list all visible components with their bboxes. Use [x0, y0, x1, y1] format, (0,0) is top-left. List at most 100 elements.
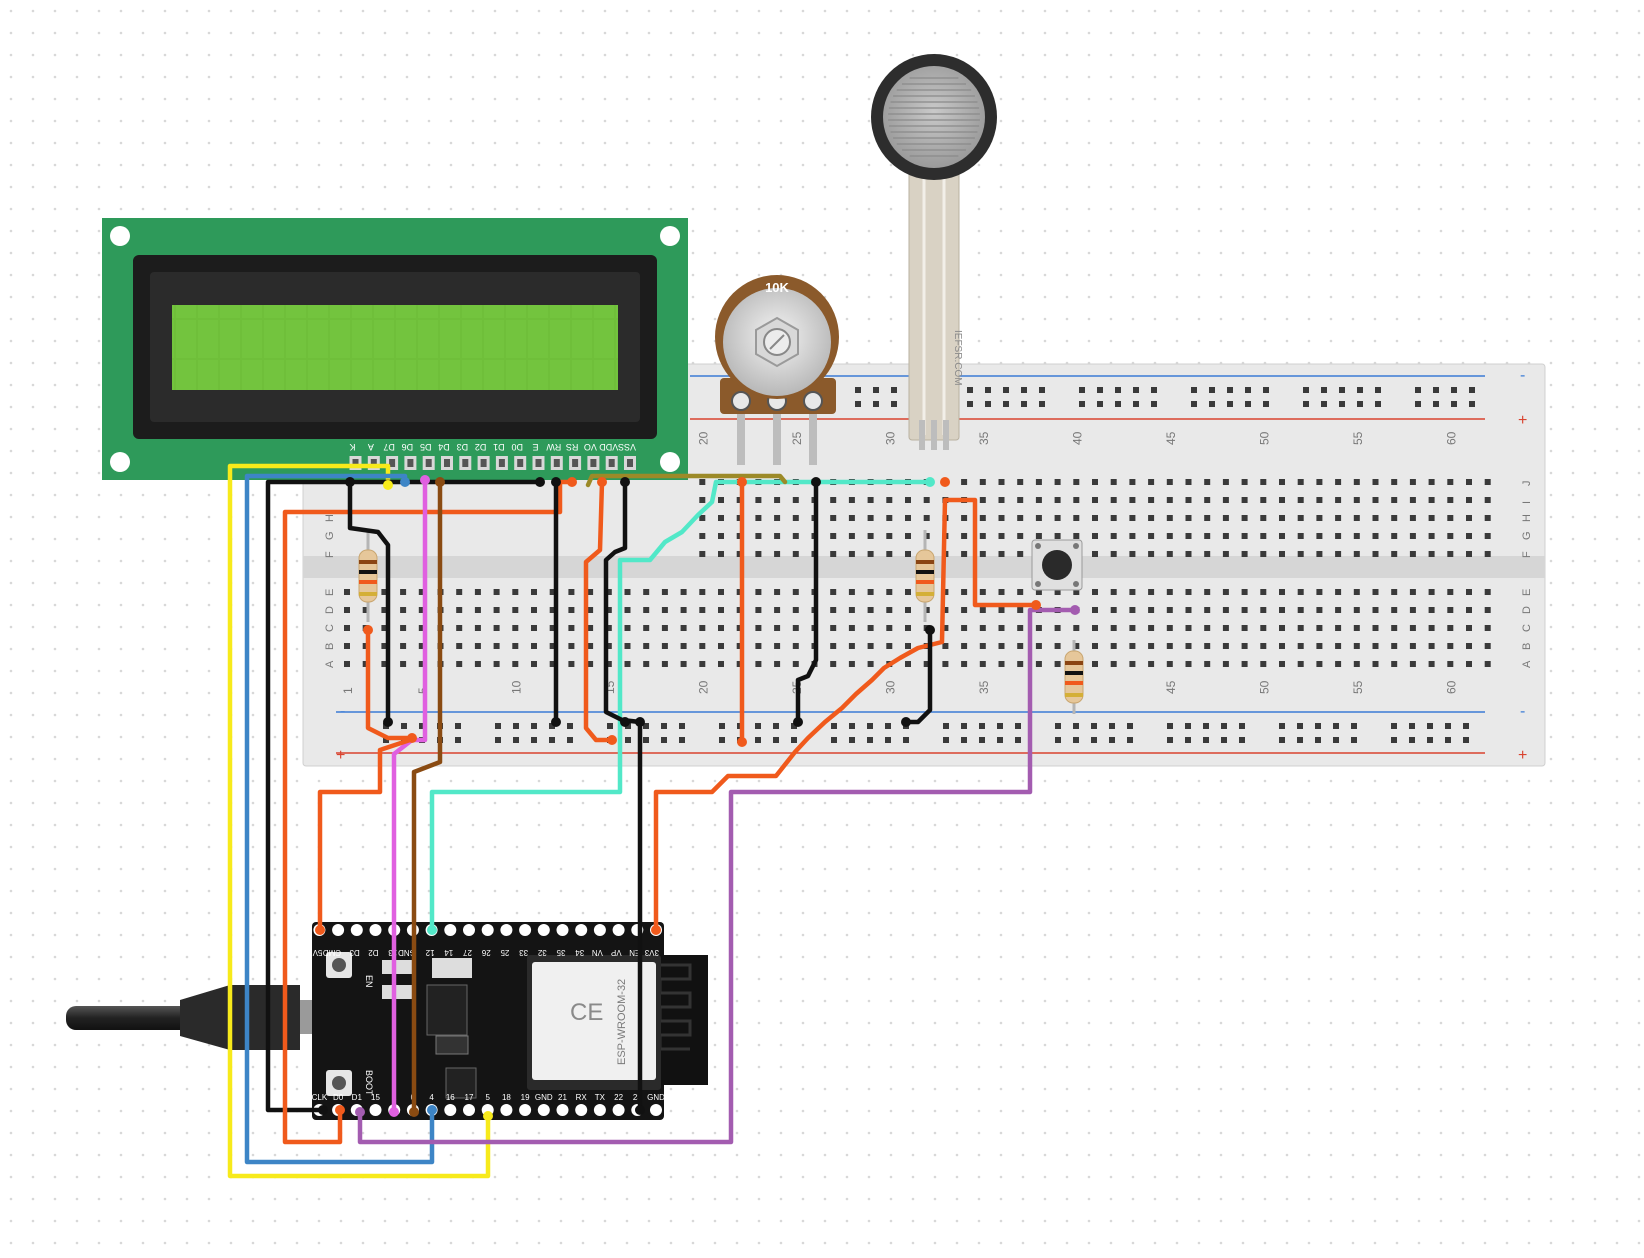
- breadboard-hole: [998, 551, 1005, 557]
- breadboard-hole: [549, 625, 556, 631]
- breadboard-hole: [1129, 551, 1136, 557]
- column-number-bottom: 10: [509, 680, 523, 694]
- breadboard-hole: [774, 551, 781, 557]
- breadboard-hole: [718, 607, 724, 613]
- rail-hole: [791, 737, 797, 743]
- wire-endpoint: [597, 477, 607, 487]
- breadboard-hole: [1297, 515, 1304, 521]
- rail-hole: [873, 387, 879, 393]
- breadboard-hole: [587, 661, 594, 667]
- breadboard-labels: 2025303540455055601510152025303540455055…: [324, 431, 1533, 694]
- breadboard-hole: [736, 661, 743, 667]
- breadboard-hole: [1316, 551, 1323, 557]
- wire-endpoint: [355, 1107, 365, 1117]
- rail-hole: [873, 401, 879, 407]
- breadboard-hole: [418, 607, 425, 613]
- breadboard-hole: [1447, 625, 1454, 631]
- resistor: [915, 530, 935, 622]
- breadboard-hole: [774, 625, 781, 631]
- breadboard-hole: [1092, 643, 1098, 649]
- lcd-pin-hole: [370, 459, 377, 467]
- wire-endpoint: [737, 477, 747, 487]
- wire-endpoint: [737, 737, 747, 747]
- breadboard-hole: [1372, 661, 1379, 667]
- breadboard-hole: [1260, 625, 1267, 631]
- breadboard-hole: [1017, 625, 1024, 631]
- breadboard-hole: [605, 625, 612, 631]
- force-sensor-fsr[interactable]: IEFSR.COM: [871, 54, 997, 450]
- rail-hole: [1191, 387, 1197, 393]
- breadboard-hole: [1335, 533, 1342, 539]
- rail-hole: [1433, 401, 1439, 407]
- breadboard-hole: [699, 607, 706, 613]
- potentiometer[interactable]: 10K: [715, 275, 839, 465]
- rail-hole: [607, 723, 613, 729]
- rail-hole: [1263, 401, 1269, 407]
- esp32-pin-label: 21: [558, 1093, 567, 1102]
- breadboard-hole: [905, 497, 911, 503]
- breadboard-hole: [1316, 533, 1323, 539]
- resistor-band: [916, 592, 934, 596]
- lcd-mount-hole: [110, 452, 130, 472]
- breadboard-hole: [624, 589, 631, 595]
- breadboard-hole: [1092, 515, 1098, 521]
- breadboard-hole: [886, 515, 893, 521]
- wire-endpoint: [925, 477, 935, 487]
- breadboard-hole: [699, 479, 706, 485]
- breadboard-hole: [474, 607, 481, 613]
- breadboard-hole: [792, 625, 799, 631]
- rail-hole: [1351, 737, 1357, 743]
- breadboard-hole: [886, 607, 893, 613]
- rail-hole: [719, 723, 725, 729]
- breadboard-hole: [1391, 551, 1398, 557]
- esp32-pin: [519, 924, 532, 936]
- breadboard-hole: [643, 589, 650, 595]
- breadboard-hole: [998, 607, 1005, 613]
- rail-hole: [1039, 401, 1045, 407]
- wire-endpoint: [793, 717, 803, 727]
- breadboard-hole: [1484, 533, 1491, 539]
- push-button[interactable]: [1031, 539, 1083, 591]
- breadboard-hole: [1241, 643, 1248, 649]
- breadboard-hole: [736, 589, 743, 595]
- breadboard-hole: [362, 643, 369, 649]
- wire-orange-r1: [365, 627, 415, 741]
- wire-endpoint: [1031, 600, 1041, 610]
- esp32-pin: [575, 1104, 588, 1116]
- rail-hole: [997, 723, 1003, 729]
- rail-minus-label-bottom: -: [340, 703, 345, 720]
- breadboard-hole: [1241, 661, 1248, 667]
- breadboard-hole: [531, 589, 537, 595]
- wire-endpoint: [607, 735, 617, 745]
- breadboard-hole: [1353, 625, 1360, 631]
- breadboard-hole: [979, 625, 986, 631]
- breadboard-hole: [905, 661, 911, 667]
- breadboard-hole: [587, 589, 594, 595]
- breadboard-hole: [1073, 497, 1080, 503]
- breadboard-hole: [736, 643, 743, 649]
- breadboard-hole: [531, 607, 537, 613]
- breadboard-hole: [848, 551, 855, 557]
- breadboard-hole: [1335, 515, 1342, 521]
- fsr-tail: [908, 149, 960, 441]
- column-number-bottom: 30: [883, 680, 897, 694]
- rail-hole: [1239, 737, 1245, 743]
- rail-hole: [1203, 723, 1209, 729]
- lcd-pin-hole: [553, 459, 560, 467]
- breadboard-hole: [1092, 533, 1098, 539]
- rail-hole: [755, 737, 761, 743]
- resistor-band: [1065, 681, 1083, 685]
- breadboard-hole: [718, 551, 724, 557]
- rail-hole: [1463, 723, 1469, 729]
- breadboard-hole: [1466, 607, 1472, 613]
- breadboard-hole: [1017, 479, 1024, 485]
- breadboard-hole: [400, 643, 407, 649]
- esp32-pin-label: EN: [629, 948, 640, 957]
- breadboard-hole: [998, 515, 1005, 521]
- breadboard-hole: [998, 661, 1005, 667]
- rail-hole: [1391, 737, 1397, 743]
- breadboard-hole: [1073, 643, 1080, 649]
- breadboard-hole: [1484, 625, 1491, 631]
- breadboard-hole: [1185, 661, 1192, 667]
